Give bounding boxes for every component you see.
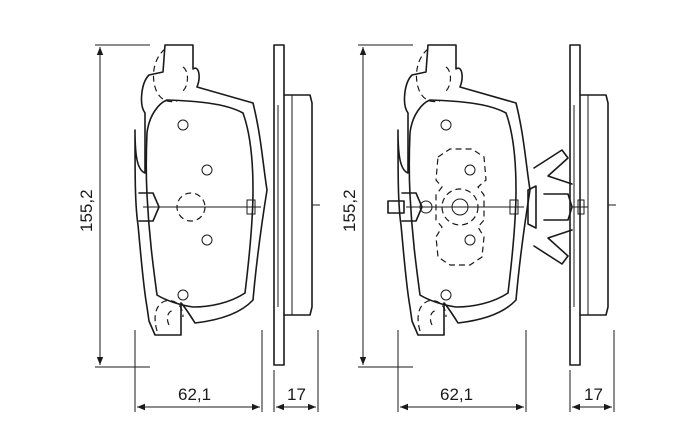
right-thickness-label: 17	[584, 385, 603, 404]
left-thickness-dimension: 17	[273, 330, 319, 412]
left-width-dimension: 62,1	[134, 330, 263, 412]
right-pad-side-view	[569, 44, 617, 366]
right-width-label: 62,1	[440, 385, 473, 404]
anti-rattle-spring	[527, 149, 588, 265]
left-height-dimension: 155,2	[77, 44, 150, 368]
left-thickness-label: 17	[287, 385, 306, 404]
left-width-label: 62,1	[178, 385, 211, 404]
left-pad-side-view	[273, 44, 321, 366]
right-pad-front-view	[387, 44, 531, 336]
right-height-label: 155,2	[340, 189, 359, 232]
left-pad-front-view	[134, 44, 268, 336]
right-thickness-dimension: 17	[569, 330, 615, 412]
right-width-dimension: 62,1	[397, 330, 527, 412]
right-height-dimension: 155,2	[340, 44, 413, 368]
left-height-label: 155,2	[77, 189, 96, 232]
